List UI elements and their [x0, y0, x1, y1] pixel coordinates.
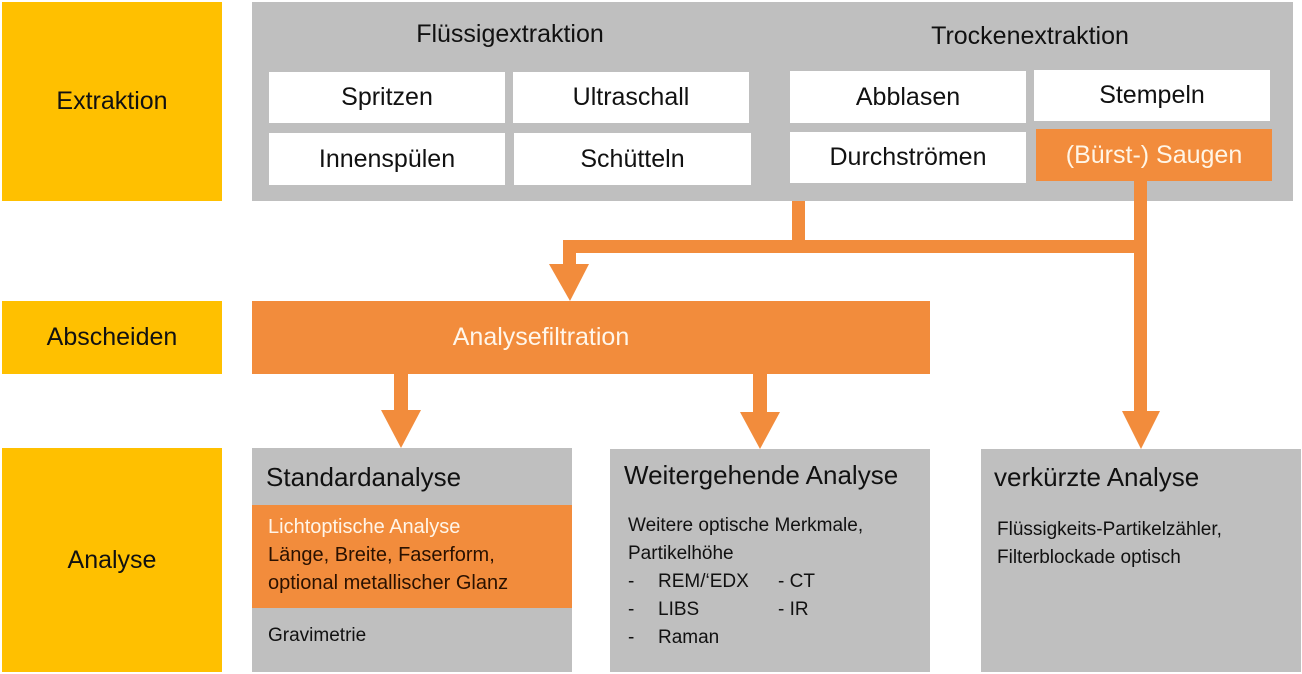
stage-extraction-label: Extraktion	[56, 87, 168, 115]
method-label: (Bürst-) Saugen	[1065, 140, 1243, 169]
method-durchstroemen[interactable]: Durchströmen	[790, 132, 1026, 183]
standard-analysis-box: Standardanalyse Lichtoptische Analyse Lä…	[252, 448, 572, 672]
method-schuetteln[interactable]: Schütteln	[514, 133, 751, 185]
list-main: REM/‘EDX	[658, 571, 749, 592]
list-extra: - CT	[778, 571, 815, 592]
extended-intro-line: Weitere optische Merkmale,	[628, 515, 864, 536]
short-analysis-box: verkürzte Analyse Flüssigkeits-Partikelz…	[981, 449, 1301, 672]
method-label: Stempeln	[1099, 81, 1205, 109]
connector-to-standard	[394, 374, 408, 412]
method-list-item: - Raman	[628, 624, 928, 652]
stage-separation-label: Abscheiden	[46, 323, 178, 351]
list-dash: -	[628, 627, 635, 648]
lichtoptische-analyse-box: Lichtoptische Analyse Länge, Breite, Fas…	[252, 505, 572, 608]
short-analysis-line: Flüssigkeits-Partikelzähler,	[997, 519, 1222, 540]
lichtoptische-analyse-line: optional metallischer Glanz	[268, 572, 509, 594]
method-label: Durchströmen	[829, 143, 987, 171]
method-label: Abblasen	[855, 82, 961, 111]
list-extra: - IR	[778, 599, 809, 620]
method-abblasen[interactable]: Abblasen	[790, 71, 1026, 123]
connector-saugen-down	[1134, 181, 1147, 413]
liquid-extraction-title: Flüssigextraktion	[416, 20, 604, 48]
arrow-to-short-analysis	[1122, 411, 1160, 449]
method-label: Schütteln	[580, 144, 685, 173]
arrow-to-standard-analysis	[381, 410, 421, 448]
analysefiltration-bar[interactable]: Analysefiltration	[252, 301, 930, 374]
stage-separation: Abscheiden	[2, 301, 222, 374]
stage-analysis-label: Analyse	[67, 545, 157, 574]
gravimetrie-label: Gravimetrie	[268, 625, 367, 646]
list-main: Raman	[658, 627, 720, 648]
extended-analysis-body: Weitere optische Merkmale, Partikelhöhe …	[628, 512, 928, 652]
arrow-to-extended-analysis	[740, 412, 780, 449]
short-analysis-body: Flüssigkeits-Partikelzähler, Filterblock…	[997, 516, 1297, 572]
method-label: Spritzen	[341, 83, 433, 111]
connector-liquid-down	[792, 201, 805, 245]
method-innenspuelen[interactable]: Innenspülen	[269, 133, 505, 185]
method-buerst-saugen[interactable]: (Bürst-) Saugen	[1036, 129, 1272, 181]
stage-extraction: Extraktion	[2, 2, 222, 201]
extended-analysis-box: Weitergehende Analyse Weitere optische M…	[610, 449, 930, 672]
dry-extraction-title: Trockenextraktion	[931, 22, 1129, 50]
method-list-item: - LIBS - IR	[628, 596, 928, 624]
method-label: Ultraschall	[572, 83, 690, 111]
connector-horizontal-bus	[563, 240, 1146, 253]
connector-to-extended	[753, 374, 767, 414]
method-ultraschall[interactable]: Ultraschall	[513, 72, 749, 123]
short-analysis-title: verkürzte Analyse	[994, 462, 1200, 492]
method-list-item: - REM/‘EDX - CT	[628, 568, 928, 596]
list-dash: -	[628, 599, 635, 620]
method-spritzen[interactable]: Spritzen	[269, 72, 505, 123]
connector-to-filtration	[563, 240, 576, 272]
method-label: Innenspülen	[318, 144, 456, 173]
lichtoptische-analyse-line: Länge, Breite, Faserform,	[268, 544, 495, 566]
lichtoptische-analyse-title: Lichtoptische Analyse	[268, 516, 461, 538]
list-dash: -	[628, 571, 635, 592]
extended-analysis-title: Weitergehende Analyse	[624, 460, 899, 490]
stage-analysis: Analyse	[2, 448, 222, 672]
method-stempeln[interactable]: Stempeln	[1034, 70, 1270, 121]
extended-intro-line: Partikelhöhe	[628, 543, 734, 564]
analysefiltration-label: Analysefiltration	[452, 323, 630, 351]
short-analysis-line: Filterblockade optisch	[997, 547, 1181, 568]
list-main: LIBS	[658, 599, 700, 620]
arrow-to-filtration	[549, 264, 589, 301]
standard-analysis-title: Standardanalyse	[266, 462, 462, 492]
